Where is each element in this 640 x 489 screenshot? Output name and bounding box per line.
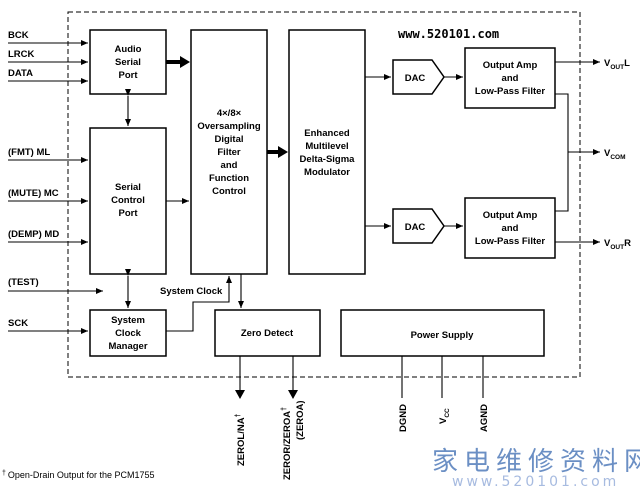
audio-port-line-2: Serial [115, 57, 141, 68]
pin-voutr-label: VOUTR [604, 238, 631, 251]
serial-control-line-3: Port [119, 208, 139, 219]
filter-line-6: Function [209, 173, 249, 184]
audio-serial-port-block: Audio Serial Port [89, 29, 167, 95]
pin-agnd-label: AGND [479, 404, 490, 432]
watermark-top-url: www.520101.com [398, 27, 499, 41]
serial-control-port-block: Serial Control Port [89, 127, 167, 275]
amp-top-line-1: Output Amp [483, 60, 538, 71]
audio-to-filter-arrowhead [180, 56, 190, 68]
filter-to-modulator-arrowhead [278, 146, 288, 158]
chip-boundary [67, 11, 581, 378]
pin-mute-label: (MUTE) MC [8, 188, 59, 199]
system-clock-manager-block: System Clock Manager [89, 309, 167, 357]
vcom-bus [555, 93, 569, 212]
filter-line-4: Filter [217, 147, 241, 158]
modulator-line-1: Enhanced [304, 128, 350, 139]
pin-bck-label: BCK [8, 30, 29, 41]
filter-line-3: Digital [214, 134, 243, 145]
amp-bottom-line-2: and [502, 223, 519, 234]
dac-bottom-block: DAC [392, 208, 445, 244]
watermark-chinese-text: 家电维修资料网 [432, 447, 640, 477]
pin-vcom-label: VCOM [604, 148, 626, 161]
zero-detect-label: Zero Detect [241, 328, 294, 339]
filter-line-1: 4×/8× [217, 108, 242, 119]
output-amp-top-block: Output Amp and Low-Pass Filter [464, 47, 556, 109]
digital-filter-block: 4×/8× Oversampling Digital Filter and Fu… [190, 29, 268, 275]
amp-top-line-3: Low-Pass Filter [475, 86, 546, 97]
pin-dgnd-label: DGND [398, 404, 409, 432]
pin-zerol-label: ZEROL/NA† [235, 413, 247, 466]
footnote: †Open-Drain Output for the PCM1755 [2, 470, 154, 480]
amp-top-line-2: and [502, 73, 519, 84]
modulator-line-4: Modulator [304, 167, 350, 178]
filter-line-5: and [221, 160, 238, 171]
zero-detect-block: Zero Detect [214, 309, 321, 357]
amp-bottom-line-3: Low-Pass Filter [475, 236, 546, 247]
filter-line-2: Oversampling [197, 121, 261, 132]
system-clock-label: System Clock [160, 286, 223, 297]
dac-top-label: DAC [405, 73, 426, 84]
filter-line-7: Control [212, 186, 246, 197]
clock-manager-line-2: Clock [115, 328, 142, 339]
delta-sigma-modulator-block: Enhanced Multilevel Delta-Sigma Modulato… [288, 29, 366, 275]
dac-bottom-label: DAC [405, 222, 426, 233]
serial-control-line-2: Control [111, 195, 145, 206]
pin-test-label: (TEST) [8, 277, 39, 288]
pin-sck-label: SCK [8, 318, 28, 329]
pin-zeror-label: ZEROR/ZEROA† [281, 407, 293, 480]
watermark-bottom-url: www.520101.com [452, 474, 619, 489]
pin-vcc-label: VCC [438, 408, 451, 424]
modulator-line-3: Delta-Sigma [300, 154, 356, 165]
amp-bottom-line-1: Output Amp [483, 210, 538, 221]
system-clock-wire [166, 276, 232, 332]
pin-data-label: DATA [8, 68, 33, 79]
clock-manager-line-3: Manager [108, 341, 147, 352]
pin-zeroa-label: (ZEROA) [295, 400, 306, 440]
audio-port-line-3: Port [119, 70, 139, 81]
pin-lrck-label: LRCK [8, 49, 35, 60]
audio-port-line-1: Audio [115, 44, 142, 55]
dac-top-block: DAC [392, 59, 445, 95]
modulator-line-2: Multilevel [305, 141, 348, 152]
power-supply-label: Power Supply [411, 330, 475, 341]
clock-manager-line-1: System [111, 315, 145, 326]
pin-fmt-label: (FMT) ML [8, 147, 50, 158]
power-supply-block: Power Supply [340, 309, 545, 357]
output-amp-bottom-block: Output Amp and Low-Pass Filter [464, 197, 556, 259]
serial-control-line-1: Serial [115, 182, 141, 193]
pin-demp-label: (DEMP) MD [8, 229, 59, 240]
pin-voutl-label: VOUTL [604, 58, 630, 71]
